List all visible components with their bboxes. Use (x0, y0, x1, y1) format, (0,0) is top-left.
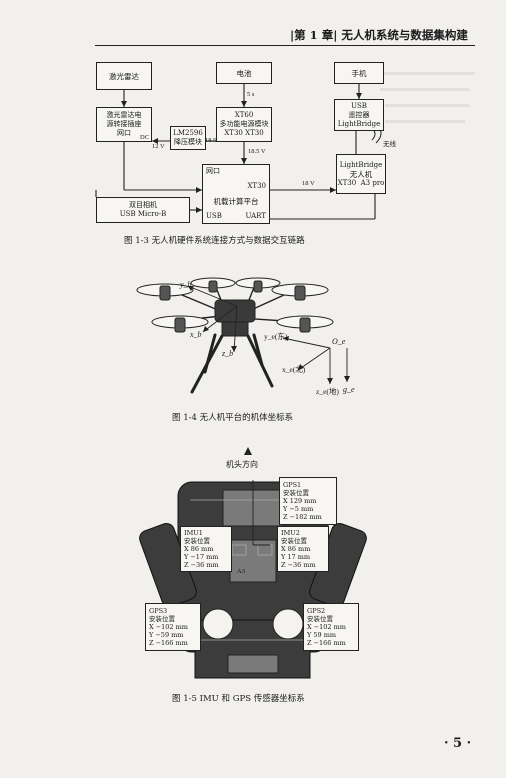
computer-label: 机载计算平台 (213, 197, 259, 206)
wireless-label: 无线 (383, 141, 396, 148)
gravity-ge-label: g_e (343, 385, 355, 394)
power-module-label: 多功能电源模块 (219, 120, 269, 128)
battery-5s-label: 5 s (247, 91, 255, 98)
lidar-adapter-label-1: 激光雷达电 (106, 111, 142, 119)
imu2-y: Y 17 mm (281, 553, 311, 561)
imu1-title: IMU1 (184, 529, 203, 537)
gps3-z: Z −166 mm (149, 639, 188, 647)
imu1-z: Z −36 mm (184, 561, 219, 569)
bleed-through (380, 72, 475, 75)
axis-ze-label: z_e(地) (316, 387, 339, 396)
remote-usb-label: USB (351, 101, 367, 110)
gps3-x: X −102 mm (149, 623, 188, 631)
lm2596-label-2: 降压模块 (174, 138, 202, 146)
axis-zb-label: z_b (222, 349, 234, 358)
gps2-x: X −102 mm (307, 623, 346, 631)
computer-xt30-label: XT30 (247, 182, 266, 190)
gps3-subtitle: 安装位置 (149, 615, 175, 623)
fig13-caption: 图 1-3 无人机硬件系统连接方式与数据交互链路 (124, 236, 305, 246)
imu2-z: Z −36 mm (281, 561, 316, 569)
uav-a3pro-label: A3 pro (360, 178, 385, 187)
camera-label: 双目相机 (129, 201, 157, 209)
gps1-y: Y −5 mm (283, 505, 314, 513)
voltage-185v-label-a: 18.5 V (205, 137, 223, 144)
axis-yb-label: y_b (180, 280, 192, 289)
imu2-title: IMU2 (281, 529, 300, 537)
axis-xb-label: x_b (190, 330, 202, 339)
axis-xe-label: x_e(北) (282, 365, 306, 374)
phone-label: 手机 (351, 68, 367, 78)
bleed-through (380, 88, 470, 91)
imu1-x: X 86 mm (184, 545, 214, 553)
voltage-12v-label: 12 V (152, 143, 165, 150)
a3-label: A3 (237, 568, 245, 575)
uav-xt30-label: XT30 (337, 178, 357, 187)
computer-port-label: 网口 (206, 167, 220, 175)
remote-lightbridge-label: LightBridge (337, 119, 381, 128)
imu2-subtitle: 安装位置 (281, 537, 307, 545)
header-rule (95, 45, 475, 46)
computer-usb-label: USB (206, 212, 222, 220)
gps3-y: Y −59 mm (149, 631, 184, 639)
origin-oe-label: O_e (332, 337, 346, 346)
fig15-caption: 图 1-5 IMU 和 GPS 传感器坐标系 (172, 694, 305, 704)
uav-lightbridge-label: LightBridge (339, 160, 383, 169)
phone-box: 手机 (334, 62, 384, 84)
imu1-box: IMU1 安装位置 X 86 mm Y −17 mm Z −36 mm (180, 526, 232, 572)
gps2-z: Z −166 mm (307, 639, 346, 647)
gps3-box: GPS3 安装位置 X −102 mm Y −59 mm Z −166 mm (145, 603, 201, 651)
bleed-through (385, 104, 470, 107)
imu2-box: IMU2 安装位置 X 86 mm Y 17 mm Z −36 mm (277, 526, 329, 572)
voltage-185v-label-b: 18.5 V (248, 148, 266, 155)
camera-port-label: USB Micro-B (119, 210, 167, 218)
voltage-18v-label: 18 V (302, 180, 315, 187)
power-module-box: XT60 多功能电源模块 XT30 XT30 (216, 107, 272, 142)
lm2596-label-1: LM2596 (173, 129, 203, 137)
lidar-adapter-label-2: 源转接插座 (106, 120, 142, 128)
camera-box: 双目相机 USB Micro-B (96, 197, 190, 223)
computer-box: 网口 XT30 机载计算平台 USB UART (202, 164, 270, 224)
imu2-x: X 86 mm (281, 545, 311, 553)
fig14-caption: 图 1-4 无人机平台的机体坐标系 (172, 413, 294, 423)
computer-uart-label: UART (245, 212, 266, 220)
gps2-subtitle: 安装位置 (307, 615, 333, 623)
gps1-box: GPS1 安装位置 X 129 mm Y −5 mm Z −182 mm (279, 477, 337, 525)
xt60-label: XT60 (234, 111, 254, 119)
lidar-port-label: 网口 (117, 129, 131, 137)
fig13-connectors (95, 84, 382, 220)
imu1-y: Y −17 mm (184, 553, 219, 561)
xt30-label-b: XT30 (245, 129, 264, 137)
chapter-header: |第 1 章| 无人机系统与数据集构建 (290, 28, 468, 42)
lidar-adapter-box: 激光雷达电 源转接插座 网口 (96, 107, 152, 142)
battery-label: 电池 (236, 68, 252, 78)
axis-ye-label: y_e(东) (264, 332, 288, 341)
lidar-label: 激光雷达 (109, 71, 139, 81)
gps1-title: GPS1 (283, 481, 302, 489)
gps1-x: X 129 mm (283, 497, 317, 505)
dc-label: DC (140, 134, 150, 141)
gps3-title: GPS3 (149, 607, 168, 615)
lm2596-box: LM2596 降压模块 (170, 126, 206, 150)
remote-box: USB 遥控器 LightBridge (334, 99, 384, 131)
imu1-subtitle: 安装位置 (184, 537, 210, 545)
drone-illustration (136, 277, 350, 394)
gps2-y: Y 59 mm (307, 631, 337, 639)
xt30-label-a: XT30 (224, 129, 243, 137)
gps2-box: GPS2 安装位置 X −102 mm Y 59 mm Z −166 mm (303, 603, 359, 651)
sensor-frame-illustration (139, 447, 367, 679)
uav-label: 无人机 (349, 169, 373, 179)
lidar-box: 激光雷达 (96, 62, 152, 90)
gps1-subtitle: 安装位置 (283, 489, 309, 497)
uav-box: LightBridge 无人机 XT30 A3 pro (336, 154, 386, 194)
gps1-z: Z −182 mm (283, 513, 322, 521)
bleed-through (385, 120, 465, 123)
battery-box: 电池 (216, 62, 272, 84)
remote-label: 遥控器 (348, 110, 370, 119)
page-number: · 5 · (444, 736, 472, 751)
gps2-title: GPS2 (307, 607, 326, 615)
heading-direction-label: 机头方向 (226, 460, 258, 469)
